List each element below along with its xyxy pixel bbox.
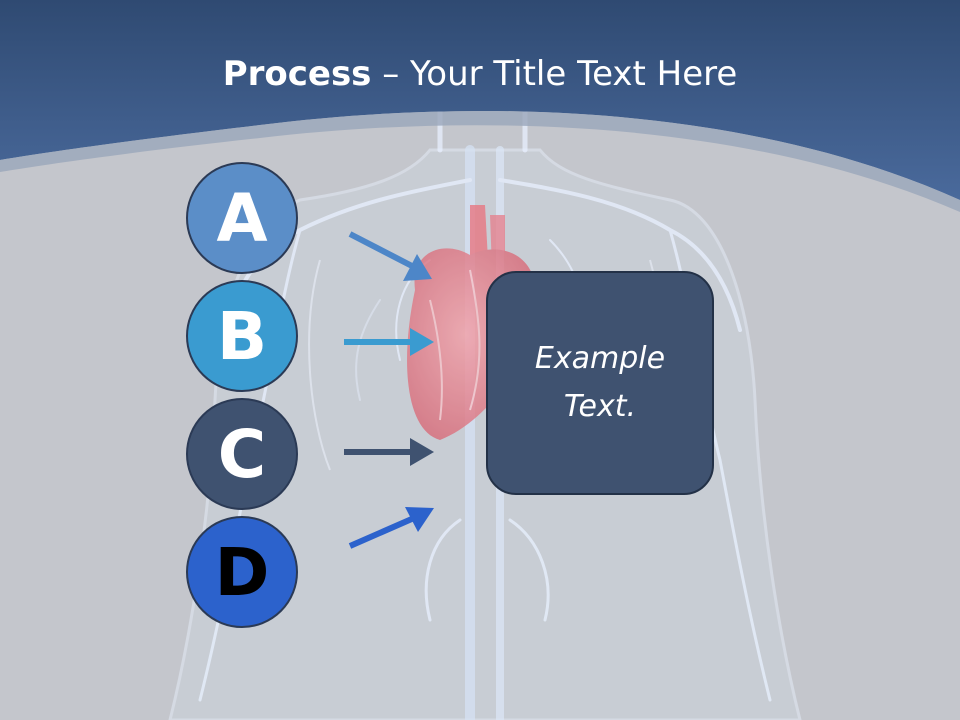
step-circle-a: A xyxy=(186,162,298,274)
step-label-b: B xyxy=(216,298,268,375)
title-bold: Process xyxy=(222,54,372,94)
example-text: Example Text. xyxy=(534,341,666,424)
arrow-a xyxy=(348,231,432,281)
step-label-d: D xyxy=(214,534,270,611)
arrow-b xyxy=(344,328,434,356)
example-text-box: Example Text. xyxy=(486,271,714,495)
step-label-a: A xyxy=(216,180,268,257)
page-title: Process – Your Title Text Here xyxy=(0,50,960,98)
header-divider xyxy=(0,110,960,212)
arrow-d xyxy=(348,507,434,549)
header-band xyxy=(0,0,960,200)
title-rest: – Your Title Text Here xyxy=(371,54,738,94)
step-label-c: C xyxy=(217,416,267,493)
step-circle-c: C xyxy=(186,398,298,510)
step-circle-b: B xyxy=(186,280,298,392)
arrow-c xyxy=(344,438,434,466)
step-circle-d: D xyxy=(186,516,298,628)
